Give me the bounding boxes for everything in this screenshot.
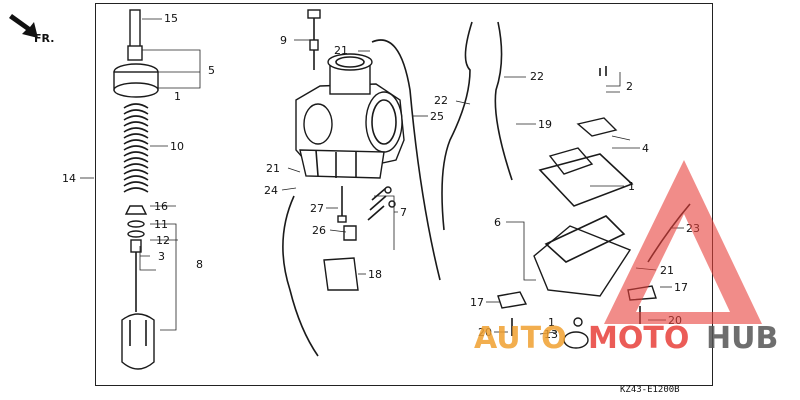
- callout-2: 2: [626, 80, 633, 93]
- callout-1a: 1: [174, 90, 181, 103]
- callout-13: 13: [544, 328, 558, 341]
- watermark-auto: AUTO: [474, 321, 567, 356]
- callout-25: 25: [430, 110, 444, 123]
- overflow-tube-19: [441, 21, 473, 231]
- callout-9: 9: [280, 34, 287, 47]
- watermark-triangle-icon: [604, 160, 762, 324]
- watermark: AUTO MOTO HUB: [474, 160, 778, 356]
- carburetor-body: [295, 53, 405, 179]
- callout-4: 4: [642, 142, 649, 155]
- throttle-valve-assembly: [113, 9, 159, 370]
- callout-27: 27: [310, 202, 324, 215]
- callout-6: 6: [494, 216, 501, 229]
- overflow-tube-19b: [494, 21, 513, 181]
- vent-hose-24: [282, 195, 319, 357]
- callout-15: 15: [164, 12, 178, 25]
- watermark-hub: HUB: [706, 321, 778, 356]
- callout-7: 7: [400, 206, 407, 219]
- callout-21a: 21: [334, 44, 348, 57]
- callout-18: 18: [368, 268, 382, 281]
- leader-lines: [80, 18, 684, 335]
- callout-1c: 1: [548, 316, 555, 329]
- front-direction-label: FR.: [34, 32, 54, 45]
- callout-21c: 21: [660, 264, 674, 277]
- callout-22a: 22: [434, 94, 448, 107]
- callout-17b: 17: [674, 281, 688, 294]
- callout-10: 10: [170, 140, 184, 153]
- callout-21b: 21: [266, 162, 280, 175]
- callout-8: 8: [196, 258, 203, 271]
- throttle-stop-screw: [307, 9, 321, 70]
- callout-12: 12: [156, 234, 170, 247]
- callout-14: 14: [62, 172, 76, 185]
- diagram-code: KZ43-E1200B: [620, 385, 680, 395]
- callout-5: 5: [208, 64, 215, 77]
- vent-hose-25: [371, 39, 441, 281]
- callout-3: 3: [158, 250, 165, 263]
- front-direction-arrow: FR.: [9, 14, 54, 45]
- callout-19: 19: [538, 118, 552, 131]
- callout-17a: 17: [470, 296, 484, 309]
- callout-26: 26: [312, 224, 326, 237]
- small-carb-parts: [323, 186, 396, 291]
- callout-22b: 22: [530, 70, 544, 83]
- float-chamber-assembly: [497, 66, 691, 349]
- callout-16: 16: [154, 200, 168, 213]
- callout-labels: 15 5 1 10 14 16 11 12 3 8 9 21 21 24 27 …: [62, 12, 700, 341]
- diagram-frame: [95, 3, 713, 386]
- callout-11: 11: [154, 218, 168, 231]
- callout-24: 24: [264, 184, 278, 197]
- callout-20a: 20: [478, 326, 492, 339]
- callout-1b: 1: [628, 180, 635, 193]
- watermark-moto: MOTO: [588, 321, 689, 356]
